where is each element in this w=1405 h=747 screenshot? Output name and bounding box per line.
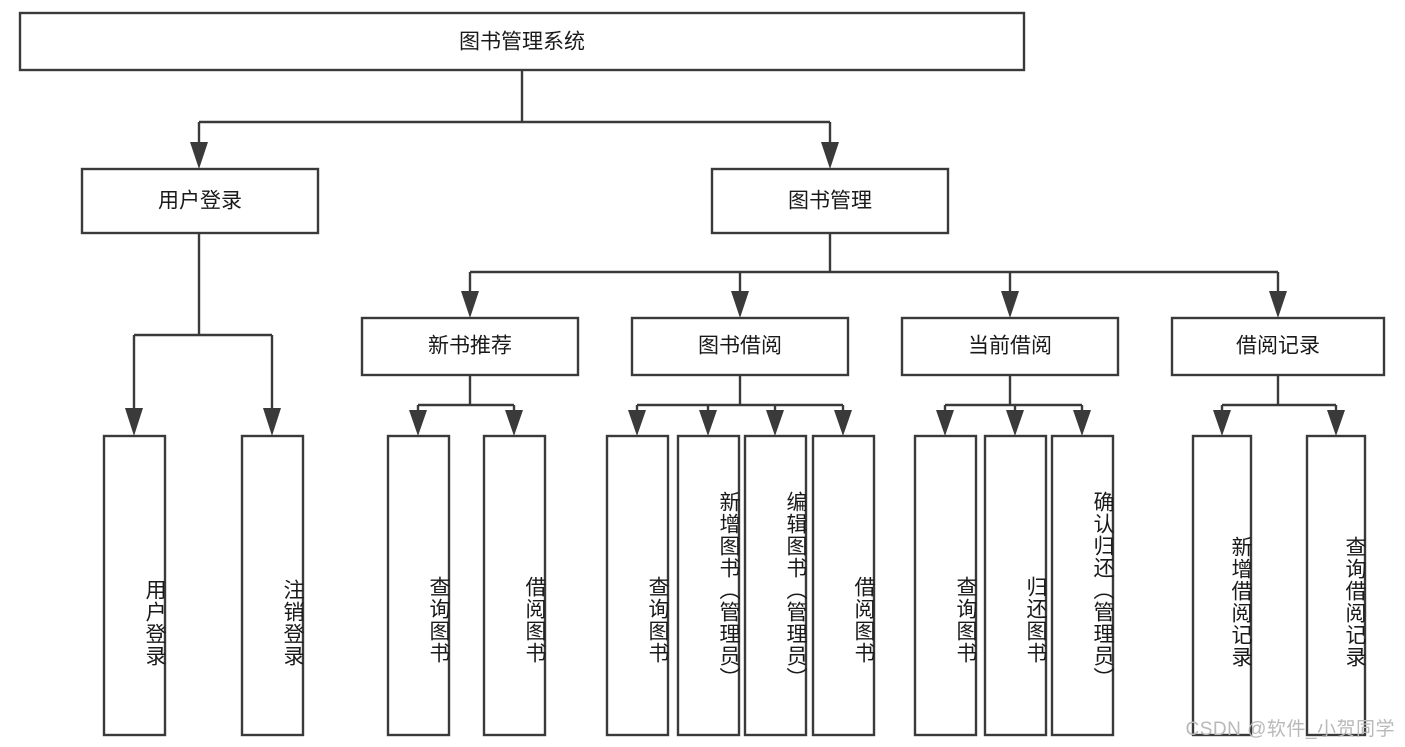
- node-root-box[interactable]: [18, 11, 1026, 72]
- node-book-borrow-label: 图书借阅: [698, 335, 782, 358]
- node-group: 图书管理系统 用户登录 图书管理 新书推荐 图书借阅 当前借阅 借阅记录: [18, 11, 1386, 737]
- arrow-to-leaf-query-book-3: [936, 410, 954, 436]
- arrow-to-leaf-user-logout: [263, 408, 281, 436]
- arrow-to-new-book-recommend: [461, 291, 479, 318]
- csdn-watermark: CSDN @软件_小贺同学: [1185, 719, 1395, 740]
- node-leaf-query-book-2-box[interactable]: [605, 434, 670, 737]
- arrow-to-book-borrow: [731, 291, 749, 318]
- node-book-manage-label: 图书管理: [788, 190, 872, 213]
- node-leaf-user-logout-box[interactable]: [240, 434, 305, 737]
- node-new-book-recommend-label: 新书推荐: [428, 335, 512, 358]
- arrow-to-leaf-return-book: [1006, 410, 1024, 436]
- node-book-manage-box[interactable]: [710, 167, 950, 235]
- node-user-login-label: 用户登录: [158, 190, 242, 213]
- node-new-book-recommend-box[interactable]: [360, 316, 580, 377]
- node-leaf-add-record-box[interactable]: [1191, 434, 1253, 737]
- edge-group: [125, 70, 1345, 436]
- node-root-label: 图书管理系统: [459, 31, 585, 54]
- node-borrow-record-label: 借阅记录: [1236, 335, 1320, 358]
- node-leaf-user-login-box[interactable]: [102, 434, 167, 737]
- arrow-to-current-borrow: [1001, 291, 1019, 318]
- node-leaf-borrow-book-1-box[interactable]: [482, 434, 547, 737]
- node-book-borrow-box[interactable]: [630, 316, 850, 377]
- arrow-to-leaf-confirm-return: [1073, 410, 1091, 436]
- node-leaf-confirm-return-box[interactable]: [1050, 434, 1115, 737]
- arrow-to-leaf-borrow-book-1: [505, 410, 523, 436]
- node-leaf-edit-book-box[interactable]: [743, 434, 808, 737]
- node-current-borrow-box[interactable]: [900, 316, 1120, 377]
- arrow-to-leaf-query-book-1: [409, 410, 427, 436]
- arrow-to-leaf-add-record: [1213, 410, 1231, 436]
- node-current-borrow-label: 当前借阅: [968, 335, 1052, 358]
- node-leaf-return-book-box[interactable]: [983, 434, 1048, 737]
- arrow-to-leaf-edit-book: [766, 410, 784, 436]
- node-leaf-query-record-box[interactable]: [1305, 434, 1367, 737]
- node-leaf-add-book-box[interactable]: [676, 434, 741, 737]
- arrow-to-leaf-borrow-book-2: [834, 410, 852, 436]
- node-leaf-borrow-book-2-box[interactable]: [811, 434, 876, 737]
- arrow-to-leaf-query-record: [1327, 410, 1345, 436]
- arrow-to-book-manage: [821, 142, 839, 169]
- arrow-to-leaf-query-book-2: [628, 410, 646, 436]
- node-borrow-record-box[interactable]: [1170, 316, 1386, 377]
- arrow-to-borrow-record: [1269, 291, 1287, 318]
- node-leaf-query-book-3-box[interactable]: [913, 434, 978, 737]
- arrow-to-leaf-add-book: [699, 410, 717, 436]
- node-leaf-query-book-1-box[interactable]: [386, 434, 451, 737]
- arrow-to-leaf-user-login: [125, 408, 143, 436]
- node-user-login-box[interactable]: [80, 167, 320, 235]
- arrow-to-user-login: [190, 142, 208, 169]
